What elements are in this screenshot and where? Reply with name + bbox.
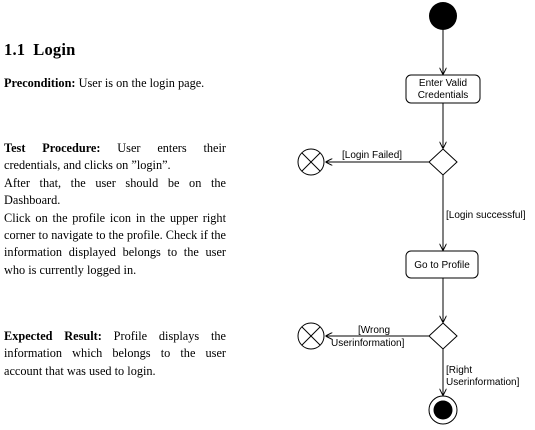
action-go-to-profile	[405, 250, 479, 279]
section-title: Login	[33, 40, 76, 59]
test-procedure-text-1: User enters their credentials, and click…	[4, 141, 227, 173]
precondition-text: User is on the login page.	[78, 76, 205, 90]
action-enter-credentials-line2: Credentials	[418, 90, 469, 101]
guard-right-line1: [Right	[446, 365, 472, 376]
activity-final-node	[428, 395, 458, 425]
guard-right-line2: Userinformation]	[446, 377, 520, 388]
action-enter-credentials-line1: Enter Valid	[419, 78, 467, 89]
flow-final-node	[297, 322, 325, 350]
expected-result-paragraph: Expected Result: Profile displays the in…	[4, 328, 226, 380]
decision-userinformation	[428, 322, 458, 350]
precondition-paragraph: Precondition: User is on the login page.	[4, 75, 226, 92]
action-go-to-profile-label: Go to Profile	[414, 260, 470, 271]
section-number: 1.1	[4, 40, 26, 59]
expected-result-label: Expected Result:	[4, 329, 102, 343]
guard-login-failed: [Login Failed]	[342, 150, 402, 161]
test-procedure-text-3: Click on the profile icon in the upper r…	[4, 210, 226, 277]
section-heading: 1.1 Login	[4, 40, 76, 60]
decision-login	[428, 148, 458, 176]
test-procedure-paragraph: Test Procedure: User enters their creden…	[4, 140, 226, 279]
expected-result-text: Profile displays the information which b…	[4, 329, 227, 378]
guard-login-successful: [Login successful]	[446, 210, 526, 221]
guard-wrong-line2: Userinformation]	[331, 338, 405, 349]
initial-node	[429, 2, 457, 30]
test-procedure-label: Test Procedure:	[4, 141, 101, 155]
flow-final-node	[297, 148, 325, 176]
guard-wrong-line1: [Wrong	[358, 325, 390, 336]
test-procedure-text-2: After that, the user should be on the Da…	[4, 175, 226, 208]
precondition-label: Precondition:	[4, 76, 76, 90]
